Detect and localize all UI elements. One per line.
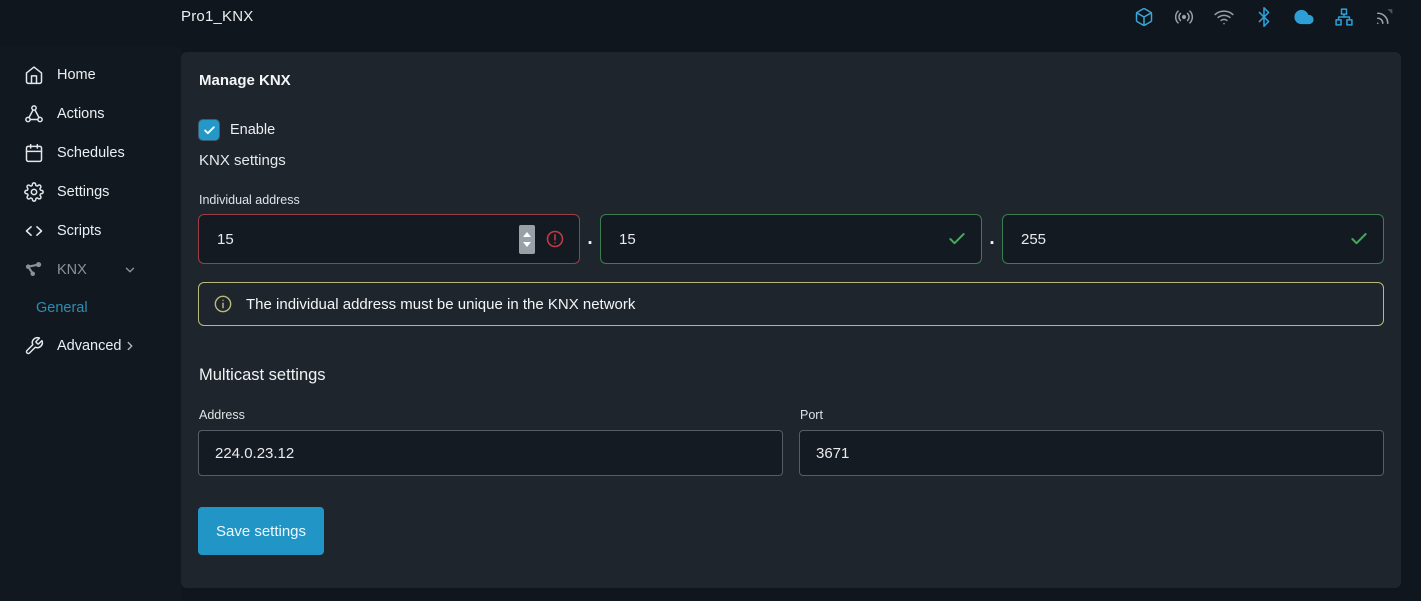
enable-label: Enable bbox=[230, 122, 276, 138]
address-separator: . bbox=[989, 228, 995, 249]
info-icon bbox=[213, 294, 233, 314]
package-icon[interactable] bbox=[1134, 7, 1154, 27]
multicast-address-label: Address bbox=[199, 408, 245, 422]
sidebar-item-label: KNX bbox=[57, 261, 87, 278]
device-title: Pro1_KNX bbox=[181, 8, 254, 25]
knx-settings-label: KNX settings bbox=[199, 152, 286, 169]
multicast-port-group: Port bbox=[799, 408, 1384, 476]
error-icon bbox=[545, 229, 565, 249]
address-part-2-field bbox=[600, 214, 982, 264]
multicast-address-group: Address bbox=[198, 408, 783, 476]
enable-checkbox[interactable] bbox=[199, 120, 219, 140]
valid-check-icon bbox=[947, 229, 967, 249]
individual-address-row: . . bbox=[198, 214, 1384, 264]
page-title: Manage KNX bbox=[199, 72, 291, 89]
sidebar-item-scripts[interactable]: Scripts bbox=[0, 211, 181, 250]
sidebar-item-label: Actions bbox=[57, 105, 105, 122]
address-separator: . bbox=[587, 228, 593, 249]
sidebar-item-label: General bbox=[36, 299, 88, 316]
status-icons bbox=[1134, 7, 1394, 27]
code-icon bbox=[24, 221, 44, 241]
chevron-right-icon[interactable] bbox=[123, 339, 137, 353]
address-part-3-field bbox=[1002, 214, 1384, 264]
info-alert: The individual address must be unique in… bbox=[198, 282, 1384, 326]
number-spinner[interactable] bbox=[519, 224, 535, 254]
multicast-port-label: Port bbox=[800, 408, 823, 422]
sidebar-item-advanced[interactable]: Advanced bbox=[0, 326, 181, 365]
sidebar-item-knx[interactable]: KNX bbox=[0, 250, 181, 289]
multicast-port-input[interactable] bbox=[799, 430, 1384, 476]
save-settings-button[interactable]: Save settings bbox=[198, 507, 324, 555]
sidebar-item-label: Schedules bbox=[57, 144, 125, 161]
home-icon bbox=[24, 65, 44, 85]
individual-address-label: Individual address bbox=[199, 193, 300, 207]
sidebar-item-actions[interactable]: Actions bbox=[0, 94, 181, 133]
sidebar-item-schedules[interactable]: Schedules bbox=[0, 133, 181, 172]
broadcast-icon[interactable] bbox=[1174, 7, 1194, 27]
chevron-down-icon[interactable] bbox=[123, 263, 137, 277]
sidebar-item-general[interactable]: General bbox=[0, 289, 181, 326]
sidebar-item-label: Home bbox=[57, 66, 96, 83]
sidebar-item-home[interactable]: Home bbox=[0, 55, 181, 94]
sidebar: Home Actions Schedules Settings Scripts … bbox=[0, 47, 181, 601]
bluetooth-icon[interactable] bbox=[1254, 7, 1274, 27]
valid-check-icon bbox=[1349, 229, 1369, 249]
topbar: Pro1_KNX bbox=[0, 0, 1421, 47]
lan-icon[interactable] bbox=[1334, 7, 1354, 27]
actions-icon bbox=[24, 104, 44, 124]
sidebar-item-label: Settings bbox=[57, 183, 110, 200]
cloud-icon[interactable] bbox=[1294, 7, 1314, 27]
wifi-icon[interactable] bbox=[1214, 7, 1234, 27]
main-panel: Manage KNX Enable KNX settings Individua… bbox=[181, 52, 1401, 588]
address-part-1-input[interactable] bbox=[199, 215, 519, 263]
calendar-icon bbox=[24, 143, 44, 163]
multicast-heading: Multicast settings bbox=[199, 366, 326, 384]
sidebar-item-label: Advanced bbox=[57, 337, 122, 354]
gear-icon bbox=[24, 181, 44, 202]
knx-icon bbox=[24, 260, 44, 280]
wrench-icon bbox=[24, 336, 44, 356]
address-part-1-field bbox=[198, 214, 580, 264]
enable-row: Enable bbox=[199, 120, 1384, 140]
sidebar-item-settings[interactable]: Settings bbox=[0, 172, 181, 211]
sidebar-item-label: Scripts bbox=[57, 222, 102, 239]
address-part-2-input[interactable] bbox=[601, 215, 947, 263]
address-part-3-input[interactable] bbox=[1003, 215, 1349, 263]
signal-icon[interactable] bbox=[1374, 7, 1394, 27]
info-alert-text: The individual address must be unique in… bbox=[246, 295, 636, 313]
multicast-row: Address Port bbox=[198, 408, 1384, 476]
multicast-address-input[interactable] bbox=[198, 430, 783, 476]
